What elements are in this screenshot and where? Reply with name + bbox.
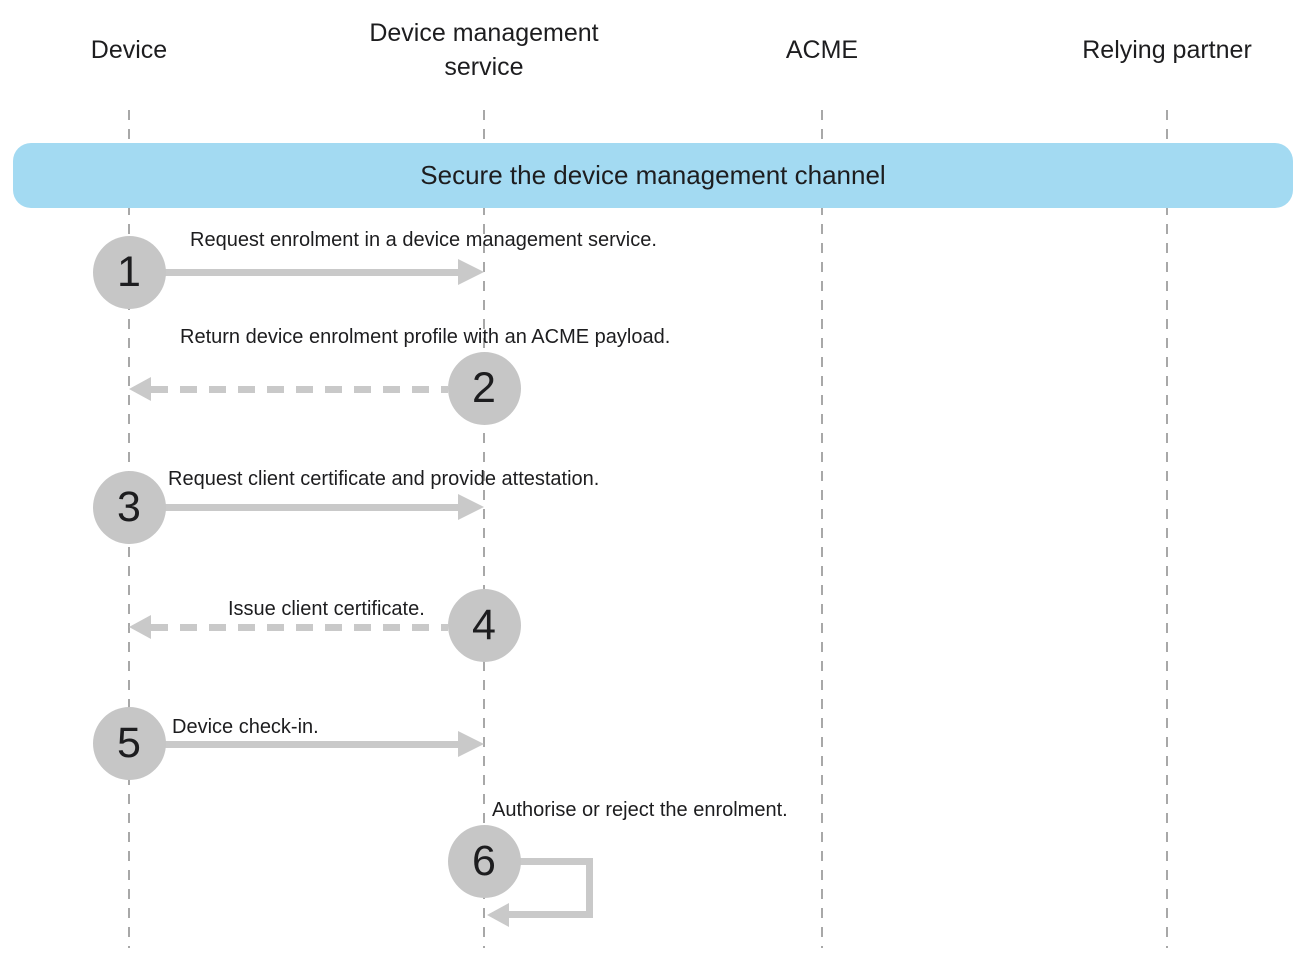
step-1-label: Request enrolment in a device management…: [190, 229, 657, 251]
step-6-label: Authorise or reject the enrolment.: [492, 799, 788, 821]
step-5-label: Device check-in.: [172, 716, 319, 738]
step-3-label: Request client certificate and provide a…: [168, 468, 600, 490]
actor-header-relying-partner: Relying partner: [1082, 36, 1252, 65]
lifeline-device-management-service: [483, 110, 485, 948]
step-1-arrow: [129, 268, 458, 276]
step-6-loop-bottom: [508, 911, 593, 918]
step-6-loop-top: [510, 858, 593, 865]
step-6-arrowhead-left-icon: [487, 902, 509, 927]
step-5-arrowhead-right-icon: [458, 731, 484, 757]
step-2-label: Return device enrolment profile with an …: [180, 326, 671, 348]
actor-header-acme: ACME: [785, 36, 859, 65]
step-5-arrow: [129, 740, 458, 748]
step-6-badge: 6: [447, 824, 521, 898]
step-4-arrow: [151, 623, 448, 631]
step-1-arrowhead-right-icon: [458, 259, 484, 285]
step-3-arrowhead-right-icon: [458, 494, 484, 520]
secure-channel-banner: Secure the device management channel: [13, 143, 1293, 208]
step-4-arrowhead-left-icon: [129, 615, 151, 639]
step-2-arrow: [151, 385, 448, 393]
actor-header-device-management-service: Device management service: [369, 19, 599, 81]
step-1-badge: 1: [92, 235, 166, 309]
step-3-badge: 3: [92, 470, 166, 544]
step-2-badge: 2: [447, 351, 521, 425]
secure-channel-banner-label: Secure the device management channel: [420, 160, 886, 190]
step-6-loop-right: [586, 858, 593, 918]
step-3-arrow: [129, 503, 458, 511]
step-2-arrowhead-left-icon: [129, 377, 151, 401]
lifeline-relying-partner: [1166, 110, 1168, 948]
step-5-badge: 5: [92, 706, 166, 780]
lifeline-acme: [821, 110, 823, 948]
step-4-badge: 4: [447, 588, 521, 662]
actor-header-device: Device: [90, 36, 168, 65]
step-4-label: Issue client certificate.: [228, 598, 425, 620]
